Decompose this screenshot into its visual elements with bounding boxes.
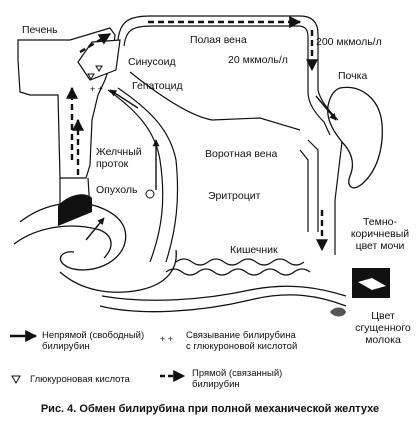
label-vena-cava: Полая вена	[190, 34, 247, 46]
legend-glucuronic-text: Глюкуроновая кислота	[30, 374, 130, 385]
label-tumor: Опухоль	[96, 184, 138, 196]
label-erythrocyte: Эритроцит	[208, 190, 261, 202]
direct-bilirubin-flow	[66, 16, 328, 252]
label-portal-vein: Воротная вена	[205, 148, 278, 160]
glucuronic-marks: + +	[87, 65, 103, 94]
label-liver: Печень	[22, 24, 58, 36]
label-bile-duct: Желчный проток	[96, 146, 142, 170]
label-dark-urine: Темно- коричневый цвет мочи	[350, 216, 410, 252]
legend-triangle-symbol	[11, 375, 21, 385]
label-conc-200: 200 мкмоль/л	[316, 36, 382, 48]
hepatocyte-cell	[77, 39, 121, 81]
legend-binding-text: Связывание билирубина с глюкуроновой кис…	[186, 330, 298, 352]
tumor-mass	[58, 194, 92, 226]
label-stool-color: Цвет сгущенного молока	[355, 310, 411, 346]
intestine	[19, 202, 127, 271]
label-intestine: Кишечник	[230, 244, 278, 256]
label-hepatocyte: Гепатоцид	[132, 80, 183, 92]
small-intestine-waves	[175, 258, 305, 266]
liver-outline	[17, 27, 116, 179]
stool-sample	[330, 307, 346, 317]
erythrocyte-cell	[145, 189, 155, 199]
indirect-bilirubin-flow	[85, 89, 337, 241]
kidney-shape	[327, 86, 383, 189]
svg-text:+ +: + +	[90, 84, 103, 94]
legend-indirect-text: Непрямой (свободный) билирубин	[42, 330, 145, 352]
label-kidney: Почка	[338, 70, 368, 82]
label-sinusoid: Синусоид	[128, 56, 176, 68]
portal-vein	[107, 89, 164, 263]
figure-caption: Рис. 4. Обмен билирубина при полной меха…	[40, 403, 380, 415]
label-conc-20: 20 мкмоль/л	[228, 54, 288, 66]
legend-direct-text: Прямой (связанный) билирубин	[192, 368, 283, 390]
legend-plus-symbol: + +	[160, 334, 173, 344]
legend-symbols: + +	[10, 330, 186, 385]
